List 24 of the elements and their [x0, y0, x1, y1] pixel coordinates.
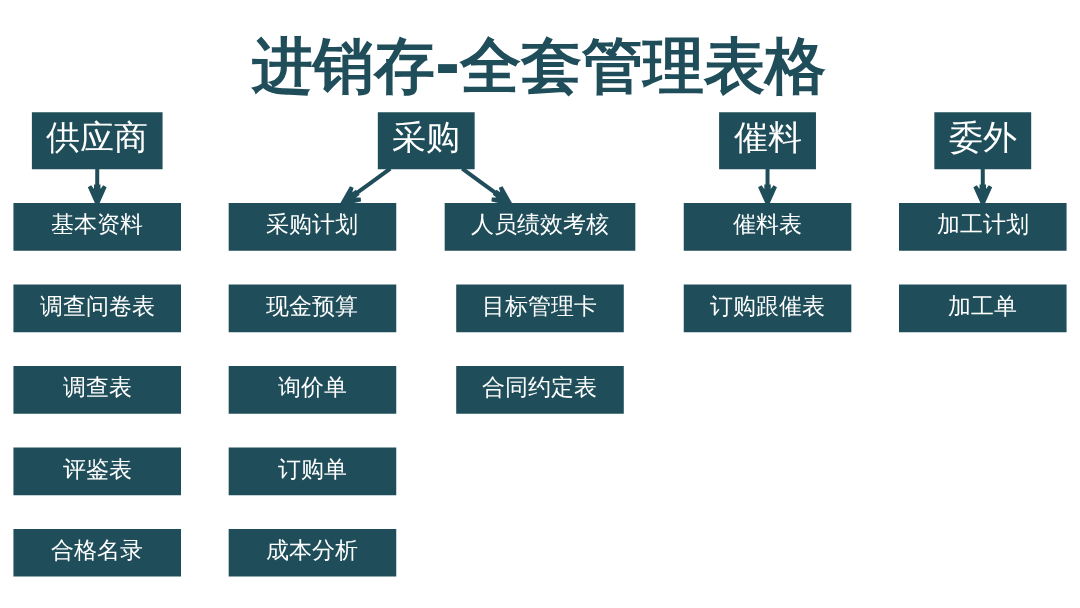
node-box: 加工单 — [899, 284, 1067, 332]
node-box: 评鉴表 — [13, 447, 181, 495]
node-box: 人员绩效考核 — [444, 202, 636, 251]
node-box: 订购跟催表 — [683, 284, 852, 332]
arrow — [461, 166, 512, 205]
node-box: 目标管理卡 — [456, 284, 624, 332]
node-box: 催料表 — [683, 202, 852, 251]
node-box: 询价单 — [228, 365, 397, 414]
node-box: 成本分析 — [228, 528, 397, 577]
node-box: 合格名录 — [13, 528, 181, 577]
node-box: 采购 — [377, 111, 475, 169]
node-box: 供应商 — [31, 111, 163, 169]
node-box: 采购计划 — [228, 202, 397, 251]
node-box: 调查问卷表 — [13, 284, 181, 332]
arrow — [340, 166, 392, 205]
node-box: 委外 — [934, 111, 1032, 169]
node-box: 基本资料 — [13, 202, 181, 251]
node-box: 加工计划 — [899, 202, 1067, 251]
node-box: 订购单 — [228, 447, 397, 495]
node-box: 调查表 — [13, 365, 181, 414]
diagram-title: 进销存-全套管理表格 — [251, 29, 827, 102]
node-box: 催料 — [719, 111, 816, 169]
node-box: 合同约定表 — [456, 365, 624, 414]
node-box: 现金预算 — [228, 284, 397, 332]
